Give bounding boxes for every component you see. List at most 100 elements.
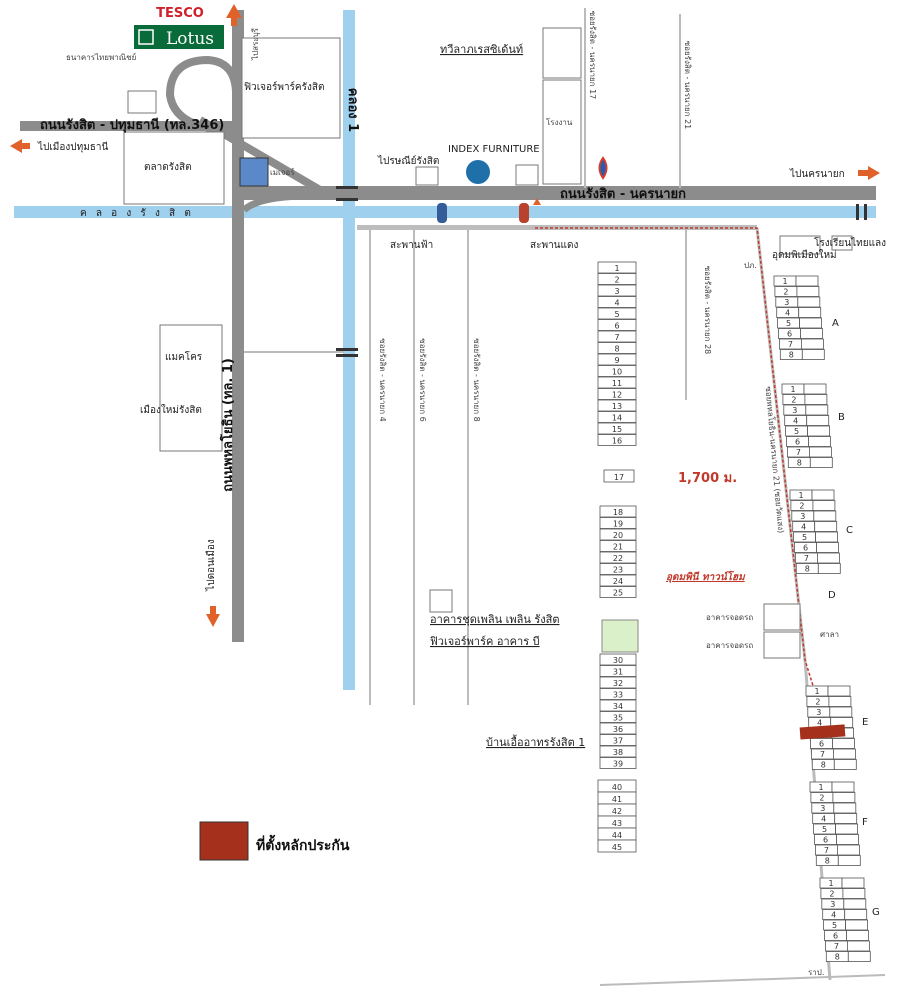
plot-lot [599, 528, 637, 541]
plot-number: 3 [816, 708, 821, 717]
plot-number: 3 [830, 900, 835, 909]
plot-number: 5 [614, 310, 619, 319]
tesco-logo-bg [140, 4, 220, 20]
label-makro: แมคโคร [165, 350, 203, 363]
plot-unit [801, 349, 825, 360]
plot-unit [799, 317, 822, 329]
zone-e: E [862, 717, 868, 728]
interchange-loop [165, 55, 241, 134]
plot-number: 22 [613, 554, 623, 563]
plot-unit [831, 781, 855, 793]
plot-number: 42 [612, 807, 622, 816]
factory-building [542, 79, 582, 185]
plot-unit [796, 286, 820, 297]
plot-number: 3 [800, 512, 805, 521]
label-pavilion: ศาลา [820, 630, 839, 639]
label-canal: ค ล อ ง รั ง สิ ต [80, 208, 194, 219]
plot-lot [597, 261, 637, 274]
plot-unit [837, 844, 860, 856]
plot-number: 7 [804, 554, 809, 563]
label-soi-17: ซอยรังสิต - นครนายก 17 [588, 11, 597, 100]
plot-number: 2 [614, 276, 619, 285]
arrow-right-stem [858, 170, 868, 176]
label-soi-28: ซอยรังสิต - นครนายก 28 [703, 266, 712, 355]
future-park-building [241, 37, 341, 139]
label-mall: เมเจอร์ [270, 167, 295, 177]
ptt-station-icon [598, 156, 608, 180]
plot-unit [809, 446, 832, 458]
plot-unit [833, 759, 857, 770]
plot-number: 16 [612, 437, 622, 446]
plot-number: 8 [821, 761, 826, 770]
label-index: INDEX FURNITURE [448, 144, 540, 155]
plot-unit [806, 415, 830, 426]
plot-number: 4 [785, 309, 790, 318]
label-to-nakhon: ไปนครนายก [789, 168, 845, 180]
plot-unit [807, 425, 830, 437]
label-exit: ราป. [808, 968, 824, 977]
zone-b: B [838, 412, 845, 423]
plot-number: 31 [613, 668, 623, 677]
plot-unit [800, 328, 823, 339]
plot-unit [847, 940, 870, 952]
plot-number: 7 [824, 846, 829, 855]
bridge-east-icon-2 [864, 204, 867, 220]
interchange-ramp-2 [241, 192, 321, 213]
bank-building [127, 90, 157, 114]
plot-lot [599, 563, 637, 575]
green-plot [601, 619, 639, 653]
plot-lot [597, 411, 637, 423]
label-phahonyothin: ถนนพหลโยธิน (ทล. 1) [219, 358, 236, 492]
plot-unit [804, 394, 828, 405]
plot-lot [599, 757, 637, 769]
collateral-location-marker [799, 724, 846, 740]
plot-number: 10 [612, 368, 622, 377]
road-rangsit-nakhon [240, 186, 876, 200]
label-parking-a: อาคารจอดรถ [706, 613, 753, 622]
label-soi-6: ซอยรังสิต - นครนายก 6 [418, 338, 427, 421]
legend-label: ที่ตั้งหลักประกัน [256, 834, 350, 854]
plot-lot [599, 665, 637, 677]
plot-lot [597, 330, 637, 343]
label-to-saraburi: ไปสระบุรี [251, 27, 260, 61]
plot-lot [603, 469, 635, 483]
plot-unit [814, 521, 838, 532]
plot-number: 1 [790, 385, 795, 394]
bridge-sky-icon [437, 203, 447, 223]
plot-lot [597, 284, 637, 297]
plot-unit [844, 909, 868, 920]
plot-lot [597, 365, 637, 377]
parking-building-b [763, 631, 801, 659]
post-office-building [415, 166, 439, 186]
label-factory: โรงงาน [546, 117, 573, 127]
label-bridge-red: สะพานแดง [530, 240, 578, 251]
zone-f: F [862, 817, 868, 828]
plot-lot [599, 586, 637, 598]
plot-lot [597, 839, 637, 853]
plot-unit [845, 919, 868, 931]
plot-lot [597, 273, 637, 285]
arrow-down-icon [206, 614, 220, 627]
plot-number: 8 [805, 565, 810, 574]
label-twilight: ทวีลาภเรสซิเด้นท์ [440, 43, 523, 56]
plot-number: 3 [792, 406, 797, 415]
plot-lot [599, 734, 637, 746]
plot-lot [599, 653, 637, 666]
label-pk: ปภ. [744, 261, 757, 270]
plot-number: 5 [822, 825, 827, 834]
plot-unit [816, 542, 839, 553]
plot-unit [798, 307, 822, 318]
label-bank: ธนาคารไทยพาณิชย์ [66, 52, 136, 62]
plot-number: 3 [614, 287, 619, 296]
bridge-makro-icon-2 [336, 354, 358, 357]
plot-unit [832, 738, 855, 749]
arrow-right-icon [868, 166, 880, 180]
plot-unit [828, 696, 852, 707]
plot-number: 7 [788, 340, 793, 349]
label-future-park: ฟิวเจอร์พาร์ครังสิต [244, 81, 325, 93]
makro-building [159, 324, 223, 452]
plot-number: 6 [787, 330, 792, 339]
label-to-donmueang: ไปดอนเมือง [205, 539, 217, 592]
plot-number: 4 [831, 911, 836, 920]
plot-number: 1 [818, 783, 823, 792]
